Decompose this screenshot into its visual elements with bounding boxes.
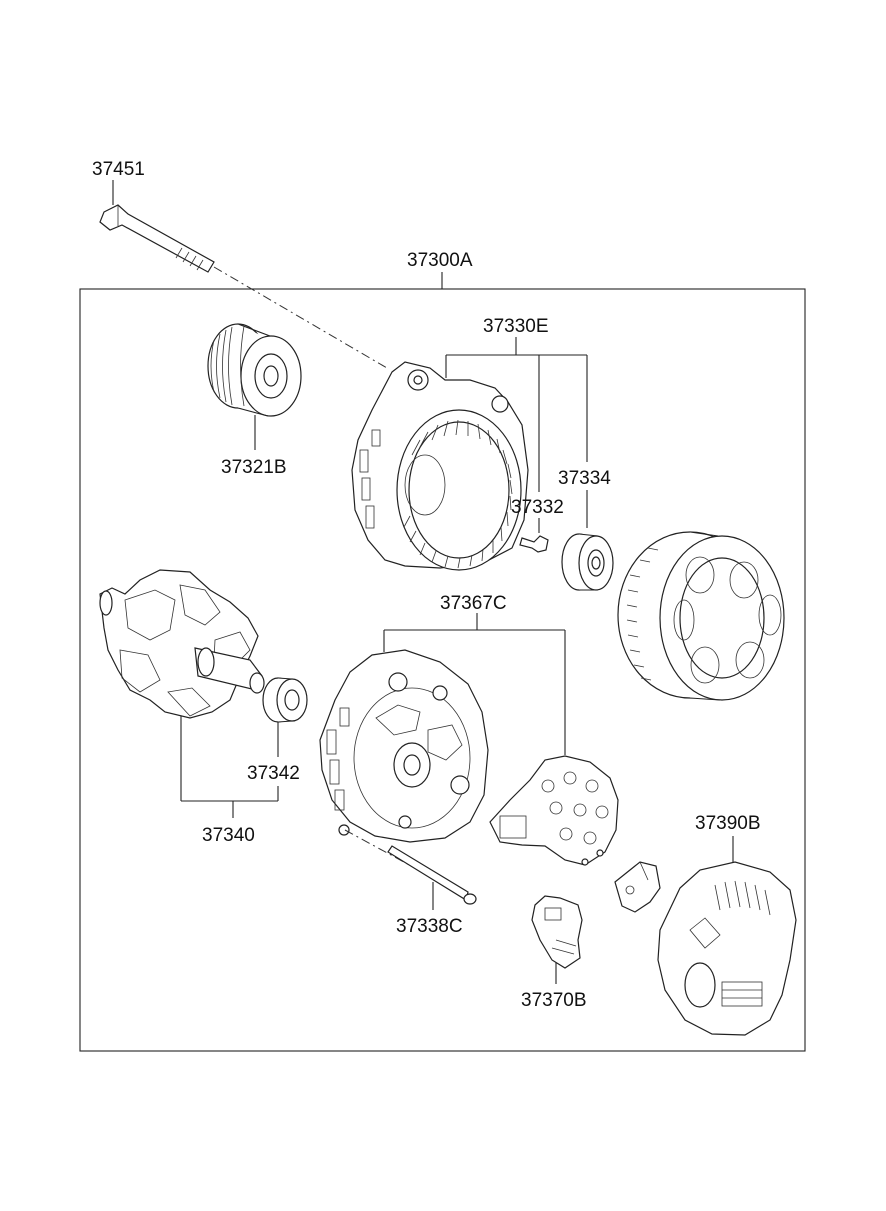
rear-cover-37390B	[657, 861, 797, 1036]
rectifier	[489, 755, 619, 866]
label-37332: 37332	[511, 497, 564, 518]
stator	[617, 531, 785, 701]
label-37370B: 37370B	[521, 990, 587, 1011]
leader-lines	[112, 180, 734, 984]
rotor-37340	[99, 569, 265, 719]
label-37342: 37342	[247, 763, 300, 784]
label-37367C: 37367C	[440, 593, 507, 614]
label-37390B: 37390B	[695, 813, 761, 834]
label-37330E: 37330E	[483, 316, 549, 337]
label-37338C: 37338C	[396, 916, 463, 937]
part-labels: 37451 37300A 37330E 37321B 37334 37332 3…	[92, 159, 761, 1011]
through-bolt-37338C	[344, 829, 477, 905]
front-bracket-37330E	[351, 361, 529, 571]
screw-37332	[519, 535, 549, 553]
label-37334: 37334	[558, 468, 611, 489]
label-37340: 37340	[202, 825, 255, 846]
label-37321B: 37321B	[221, 457, 287, 478]
brush-holder-37370B	[531, 895, 583, 969]
bearing-37334	[561, 533, 614, 591]
terminal-clip	[614, 861, 661, 913]
pulley-37321B	[207, 323, 302, 417]
rear-bracket-37367C	[319, 649, 489, 843]
bearing-37342	[262, 677, 308, 723]
long-bolt-37451	[99, 204, 388, 369]
label-37300A: 37300A	[407, 250, 473, 271]
label-37451: 37451	[92, 159, 145, 180]
